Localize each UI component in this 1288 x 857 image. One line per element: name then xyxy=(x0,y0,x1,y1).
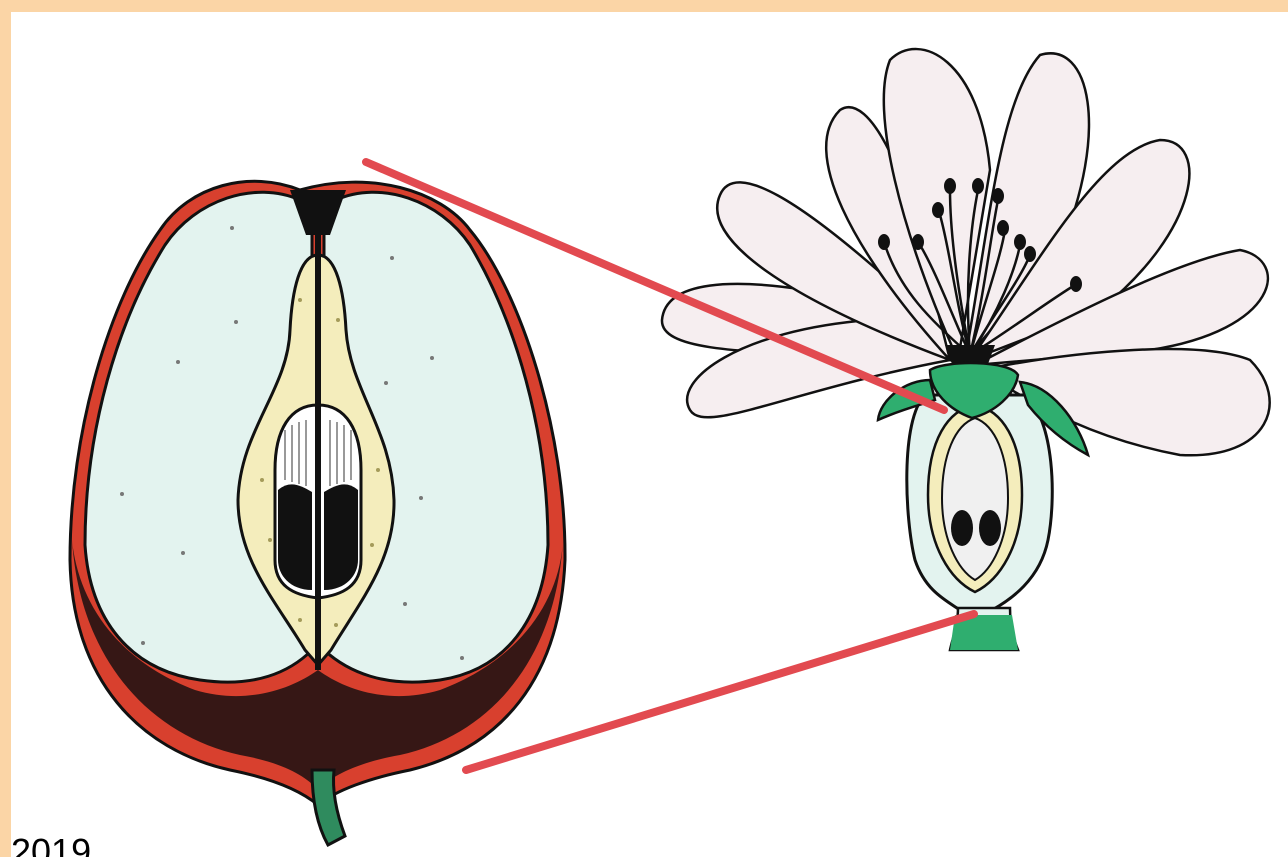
figure-panel: 2019 xyxy=(11,12,1288,857)
year-caption: 2019 xyxy=(11,832,91,857)
apple-section-icon xyxy=(70,181,565,845)
flower-section-icon xyxy=(662,49,1270,650)
illustration xyxy=(11,12,1288,857)
